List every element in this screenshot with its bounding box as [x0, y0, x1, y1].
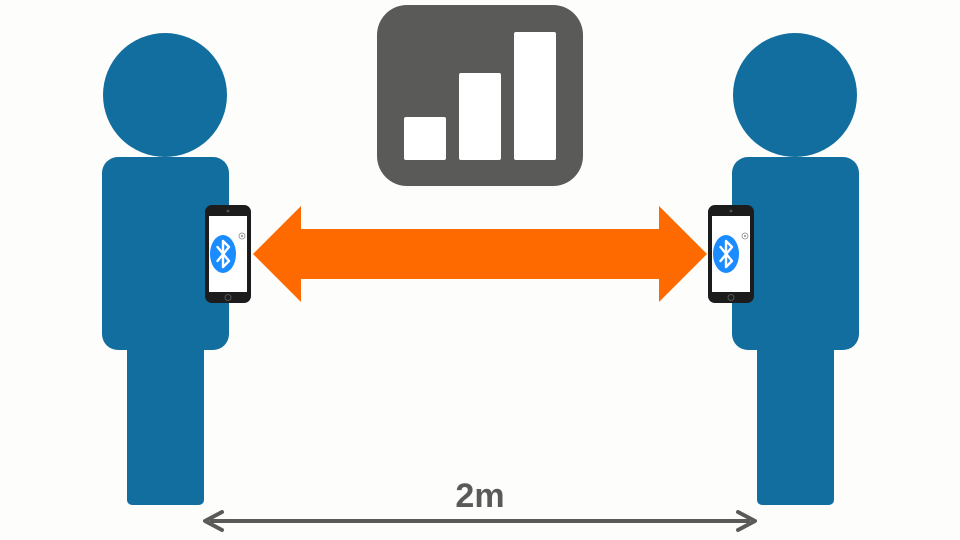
- phone-left-icon: [203, 203, 253, 305]
- signal-strength-icon: [377, 5, 583, 186]
- signal-bar-3: [514, 32, 556, 160]
- person-right-icon: [732, 33, 859, 505]
- signal-bar-1: [404, 117, 446, 160]
- phone-right-icon: [706, 203, 756, 305]
- person-left-icon: [102, 33, 229, 505]
- signal-bar-2: [459, 73, 501, 160]
- distance-label: 2m: [455, 477, 504, 515]
- bidirectional-arrow-icon: [253, 206, 707, 302]
- distance-measure-line: [203, 510, 757, 532]
